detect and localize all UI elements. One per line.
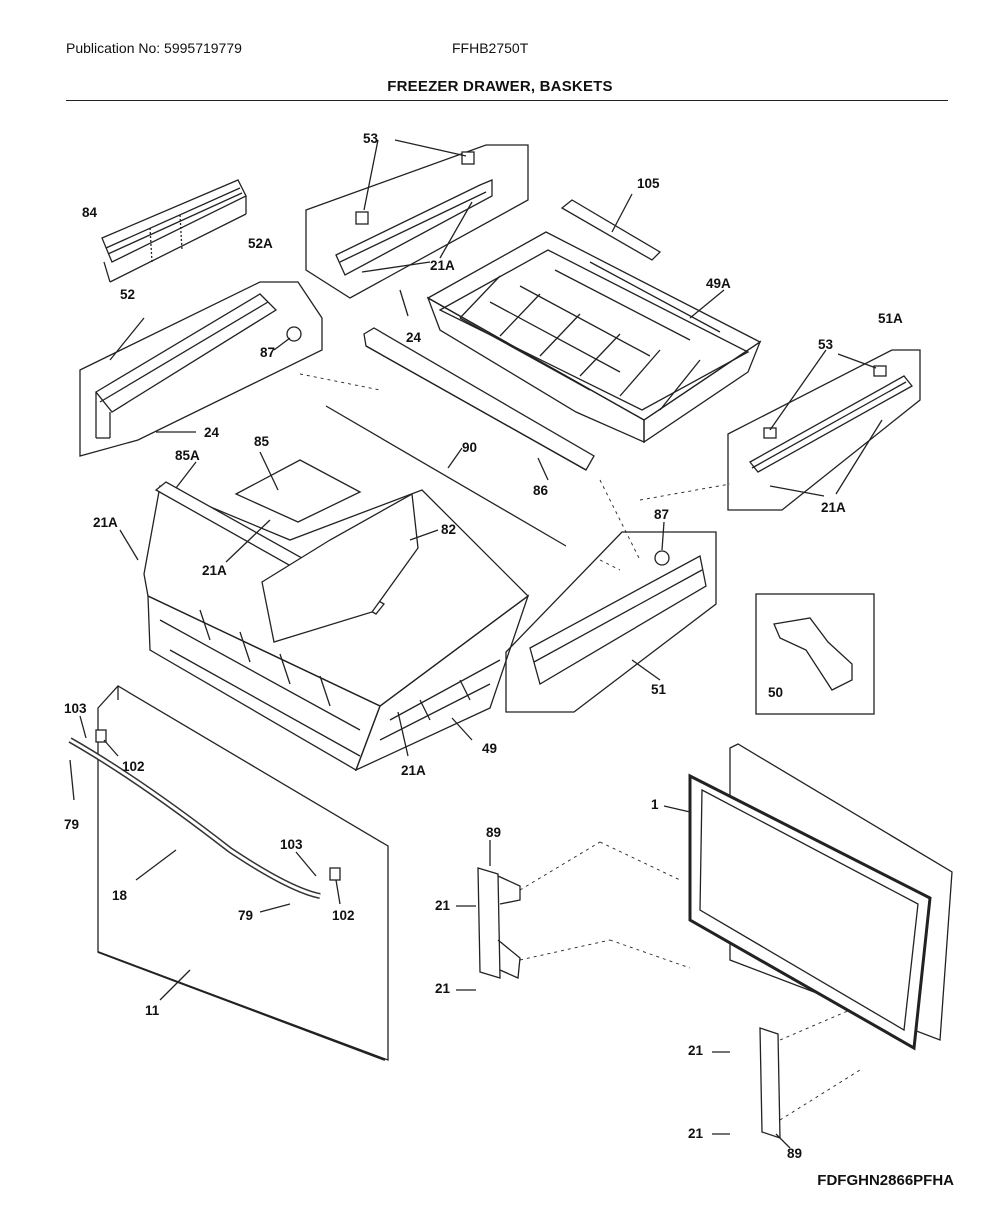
label-24-top: 24	[406, 330, 422, 345]
label-49: 49	[482, 741, 497, 756]
part-51A-slide-assembly	[727, 349, 921, 511]
part-86-front-bar	[363, 327, 595, 481]
label-21-b: 21	[435, 981, 451, 996]
label-53-top: 53	[363, 131, 379, 146]
page-title: FREEZER DRAWER, BASKETS	[387, 78, 613, 95]
label-52A: 52A	[248, 236, 273, 251]
part-50-bracket	[755, 593, 875, 715]
part-52A-slide-assembly	[305, 139, 529, 299]
part-1-gasket-liner	[663, 743, 953, 1051]
label-21A-basket-left: 21A	[93, 515, 118, 530]
title-rule	[66, 100, 948, 101]
label-87-right: 87	[654, 507, 669, 522]
label-21A-right-slide: 21A	[821, 500, 846, 515]
leader-79	[69, 759, 291, 913]
label-82: 82	[441, 522, 456, 537]
label-51: 51	[651, 682, 667, 697]
label-49A: 49A	[706, 276, 731, 291]
label-103-top: 103	[64, 701, 87, 716]
label-102-top: 102	[122, 759, 145, 774]
alignment-lines	[299, 373, 861, 1121]
leader-21A-basket	[119, 519, 473, 757]
label-102-bottom: 102	[332, 908, 355, 923]
label-52: 52	[120, 287, 135, 302]
part-51-slide-assembly	[505, 521, 717, 713]
label-50: 50	[768, 685, 783, 700]
part-82-small-basket	[261, 492, 439, 643]
label-21A-slide: 21A	[430, 258, 455, 273]
part-49A-wire-basket	[426, 231, 762, 444]
label-21-c: 21	[688, 1043, 704, 1058]
part-90-rod	[325, 405, 567, 547]
part-102-103-clips	[79, 715, 341, 905]
label-51A: 51A	[878, 311, 903, 326]
label-89-bottom: 89	[787, 1146, 802, 1161]
label-1: 1	[651, 797, 659, 812]
label-21A-basket-mid: 21A	[202, 563, 227, 578]
model-number: FFHB2750T	[452, 40, 529, 56]
label-84: 84	[82, 205, 98, 220]
part-11-drawer-front	[97, 685, 389, 1061]
label-79-left: 79	[64, 817, 79, 832]
part-89-bracket-bottom	[712, 1027, 791, 1149]
label-105: 105	[637, 176, 660, 191]
diagram-code: FDFGHN2866PFHA	[817, 1172, 954, 1189]
label-103-bottom: 103	[280, 837, 303, 852]
label-85A: 85A	[175, 448, 200, 463]
label-24-left: 24	[204, 425, 220, 440]
label-86: 86	[533, 483, 549, 498]
label-87-left: 87	[260, 345, 275, 360]
label-21-d: 21	[688, 1126, 704, 1141]
part-105-bar	[560, 193, 662, 261]
label-53-right: 53	[818, 337, 834, 352]
label-90: 90	[462, 440, 477, 455]
part-52-slide-assembly	[79, 281, 323, 457]
part-18-handle	[68, 737, 321, 899]
label-11: 11	[145, 1003, 160, 1018]
part-85-divider	[234, 451, 362, 523]
label-79-bottom: 79	[238, 908, 253, 923]
label-89-top: 89	[486, 825, 501, 840]
part-24-screw-top	[399, 289, 409, 317]
label-18: 18	[112, 888, 128, 903]
label-21-a: 21	[435, 898, 451, 913]
label-21A-bottom: 21A	[401, 763, 426, 778]
part-49-freezer-basket	[143, 485, 530, 772]
label-85: 85	[254, 434, 270, 449]
publication-number: Publication No: 5995719779	[66, 40, 242, 56]
part-84-rail	[101, 179, 247, 283]
part-89-bracket-top	[456, 840, 521, 991]
